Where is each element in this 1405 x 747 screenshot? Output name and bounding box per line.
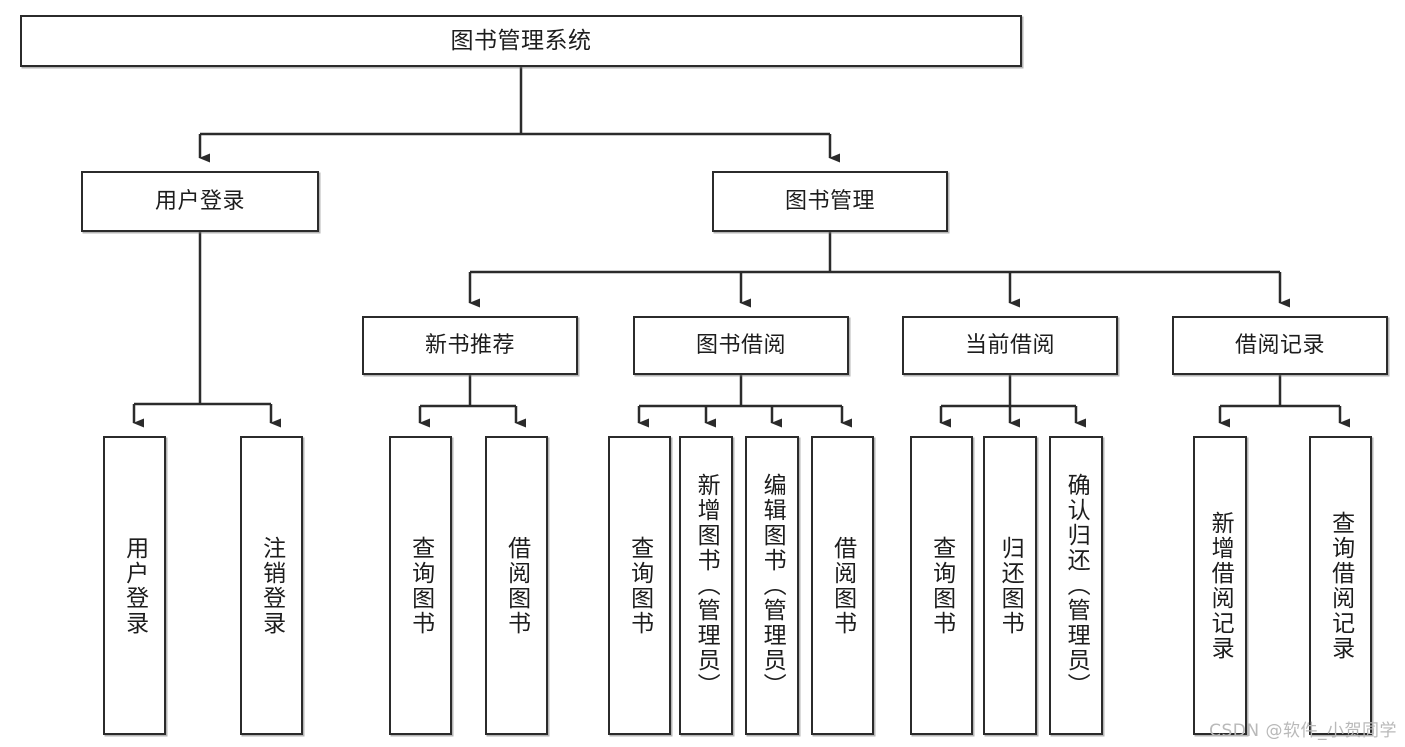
node-book-borrow-label: 图书借阅 (695, 332, 786, 358)
node-new-book-rec[interactable]: 新书推荐 (362, 316, 578, 375)
node-leaf-query-book-3-label: 查询图书 (928, 535, 955, 636)
node-root[interactable]: 图书管理系统 (20, 15, 1022, 67)
node-leaf-add-book[interactable]: 新增图书（管理员） (679, 436, 733, 735)
node-leaf-query-book-2-label: 查询图书 (626, 535, 653, 636)
node-current-borrow[interactable]: 当前借阅 (902, 316, 1118, 375)
node-leaf-add-borrow-rec-label: 新增借阅记录 (1207, 510, 1234, 661)
node-leaf-query-book-2[interactable]: 查询图书 (608, 436, 671, 735)
node-leaf-query-borrow-rec-label: 查询借阅记录 (1327, 510, 1354, 661)
node-leaf-return-book-label: 归还图书 (997, 535, 1024, 636)
node-leaf-user-login-label: 用户登录 (121, 535, 148, 636)
node-user-login-label: 用户登录 (154, 188, 245, 214)
node-leaf-user-logout[interactable]: 注销登录 (240, 436, 303, 735)
node-borrow-record-label: 借阅记录 (1234, 332, 1325, 358)
node-leaf-borrow-book-1-label: 借阅图书 (503, 535, 530, 636)
node-leaf-add-book-label: 新增图书（管理员） (693, 473, 720, 698)
node-book-borrow[interactable]: 图书借阅 (633, 316, 849, 375)
node-user-login[interactable]: 用户登录 (81, 171, 319, 232)
node-leaf-query-book-3[interactable]: 查询图书 (910, 436, 973, 735)
node-leaf-borrow-book-1[interactable]: 借阅图书 (485, 436, 548, 735)
node-leaf-borrow-book-2[interactable]: 借阅图书 (811, 436, 874, 735)
node-borrow-record[interactable]: 借阅记录 (1172, 316, 1388, 375)
node-book-manage-label: 图书管理 (784, 188, 875, 214)
node-leaf-confirm-return-label: 确认归还（管理员） (1063, 473, 1090, 698)
node-leaf-query-book-1-label: 查询图书 (407, 535, 434, 636)
node-leaf-edit-book-label: 编辑图书（管理员） (759, 473, 786, 698)
csdn-watermark: CSDN @软件_小贺同学 (1209, 721, 1397, 741)
node-new-book-rec-label: 新书推荐 (424, 332, 515, 358)
node-leaf-borrow-book-2-label: 借阅图书 (829, 535, 856, 636)
node-book-manage[interactable]: 图书管理 (712, 171, 948, 232)
node-leaf-add-borrow-rec[interactable]: 新增借阅记录 (1193, 436, 1247, 735)
node-leaf-query-book-1[interactable]: 查询图书 (389, 436, 452, 735)
node-leaf-user-login[interactable]: 用户登录 (103, 436, 166, 735)
node-current-borrow-label: 当前借阅 (964, 332, 1055, 358)
node-leaf-confirm-return[interactable]: 确认归还（管理员） (1049, 436, 1103, 735)
node-root-label: 图书管理系统 (450, 27, 592, 54)
node-leaf-user-logout-label: 注销登录 (258, 535, 285, 636)
node-leaf-return-book[interactable]: 归还图书 (983, 436, 1037, 735)
node-leaf-edit-book[interactable]: 编辑图书（管理员） (745, 436, 799, 735)
node-leaf-query-borrow-rec[interactable]: 查询借阅记录 (1309, 436, 1372, 735)
